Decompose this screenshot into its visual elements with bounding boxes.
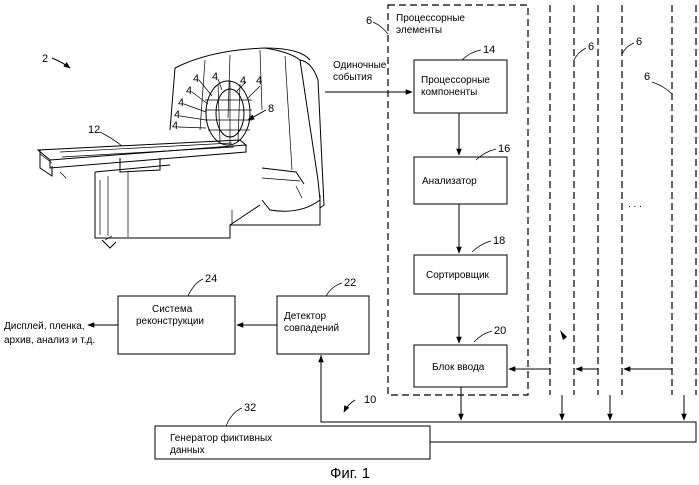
ellipsis-more-units: . . . <box>628 199 642 210</box>
detector-ref-label: 4 <box>212 71 218 83</box>
detector-ref-label: 4 <box>193 73 199 85</box>
scanner-ref-label: 2 <box>42 53 48 65</box>
figure-caption: Фиг. 1 <box>330 465 370 482</box>
processor-components-line1: Процессорные <box>421 75 490 86</box>
processing-unit-ref: 6 <box>588 41 594 53</box>
coincidence-detector-line2: совпадений <box>284 323 339 334</box>
coincidence-detector-line1: Детектор <box>284 311 327 322</box>
sorter-ref: 18 <box>493 235 505 247</box>
reconstruction-system-line1: Система <box>152 304 193 315</box>
table-ref-label: 12 <box>88 124 100 136</box>
analyzer-ref: 16 <box>498 143 510 155</box>
marker-mark <box>560 330 567 340</box>
detector-ref-label: 4 <box>172 120 178 132</box>
detector-ref-label: 4 <box>178 97 184 109</box>
analyzer-label: Анализатор <box>422 176 477 187</box>
processing-unit-ref: 6 <box>644 71 650 83</box>
processor-components-line2: компоненты <box>421 87 477 98</box>
dummy-data-generator-line1: Генератор фиктивных <box>170 432 272 444</box>
bus-ref-label: 10 <box>364 394 376 406</box>
coincidence-detector-ref: 22 <box>344 277 356 289</box>
processing-unit-3 <box>598 5 622 395</box>
reconstruction-system-line2: реконструкции <box>136 316 204 327</box>
output-label-line1: Дисплей, пленка, <box>4 321 85 332</box>
dummy-data-generator-line2: данных <box>170 445 205 456</box>
processing-group-ref: 6 <box>366 15 372 27</box>
processing-group-title-line2: элементы <box>396 25 442 36</box>
events-label-line1: Одиночные <box>333 60 387 71</box>
input-block-label: Блок ввода <box>432 362 485 373</box>
bore-ref-label: 8 <box>268 103 274 115</box>
detector-ref-label: 4 <box>186 85 192 97</box>
sorter-label: Сортировщик <box>426 270 490 281</box>
processing-unit-4 <box>672 5 696 395</box>
detector-ref-label: 4 <box>256 75 262 87</box>
processing-unit-ref: 6 <box>636 36 642 48</box>
dummy-data-generator-ref: 32 <box>244 402 256 414</box>
processor-components-ref: 14 <box>483 44 495 56</box>
events-label-line2: события <box>333 71 372 83</box>
reconstruction-system-ref: 24 <box>205 273 217 285</box>
processing-group-title-line1: Процессорные <box>396 13 465 24</box>
input-block-ref: 20 <box>494 325 506 337</box>
pet-scanner-illustration: 2 4 4 4 4 4 4 4 4 8 12 <box>38 48 324 248</box>
output-label-line2: архив, анализ и т.д. <box>4 335 95 346</box>
